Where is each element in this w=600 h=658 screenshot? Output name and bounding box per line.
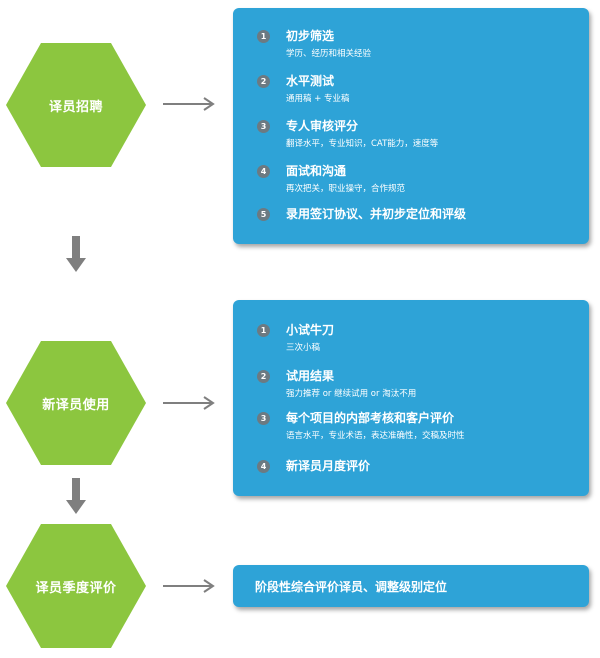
step-title: 新译员月度评价: [286, 459, 371, 473]
stage-hexagon-new-translator: 新译员使用: [6, 341, 146, 465]
quarterly-review-panel: 阶段性综合评价译员、调整级别定位: [233, 565, 589, 607]
step-item: 1 初步筛选 学历、经历和相关经验: [257, 28, 371, 60]
step-item: 1 小试牛刀 三次小稿: [257, 322, 334, 354]
down-arrow-icon: [66, 236, 86, 272]
hexagon-shape: [6, 43, 146, 167]
step-number-badge: 3: [257, 120, 270, 133]
step-subtitle: 三次小稿: [286, 343, 321, 353]
step-number-badge: 1: [257, 30, 270, 43]
step-number-badge: 1: [257, 324, 270, 337]
stage-hexagon-quarterly-review: 译员季度评价: [6, 524, 146, 648]
step-title: 试用结果: [286, 369, 335, 383]
step-item: 3 专人审核评分 翻译水平，专业知识，CAT能力，速度等: [257, 118, 438, 150]
right-arrow-icon: [163, 396, 215, 410]
stage-label: 译员季度评价: [35, 580, 117, 596]
down-arrow-icon: [66, 478, 86, 514]
step-number-badge: 3: [257, 412, 270, 425]
stage-hexagon-recruitment: 译员招聘: [6, 43, 146, 167]
step-item: 4 面试和沟通 再次把关，职业操守，合作规范: [257, 163, 405, 195]
stage-label: 译员招聘: [48, 99, 103, 115]
step-title: 每个项目的内部考核和客户评价: [286, 411, 455, 425]
step-item: 2 试用结果 强力推荐 or 继续试用 or 淘汰不用: [257, 368, 416, 400]
right-arrow-icon: [163, 579, 215, 593]
hexagon-shape: [6, 341, 146, 465]
step-item: 4 新译员月度评价: [257, 458, 370, 474]
step-item: 3 每个项目的内部考核和客户评价 语言水平，专业术语，表达准确性，交稿及时性: [257, 410, 465, 442]
step-subtitle: 翻译水平，专业知识，CAT能力，速度等: [286, 139, 439, 149]
new-translator-steps-panel: 1 小试牛刀 三次小稿 2 试用结果 强力推荐 or 继续试用 or 淘汰不用 …: [233, 300, 589, 496]
step-number-badge: 4: [257, 460, 270, 473]
step-item: 5 录用签订协议、并初步定位和评级: [257, 206, 466, 222]
step-number-badge: 5: [257, 208, 270, 221]
step-item: 2 水平测试 通用稿 + 专业稿: [257, 73, 350, 105]
step-subtitle: 学历、经历和相关经验: [286, 49, 372, 59]
step-number-badge: 2: [257, 75, 270, 88]
step-title: 录用签订协议、并初步定位和评级: [286, 207, 467, 221]
step-title: 面试和沟通: [286, 164, 347, 178]
hexagon-shape: [6, 524, 146, 648]
step-subtitle: 语言水平，专业术语，表达准确性，交稿及时性: [286, 431, 465, 441]
step-subtitle: 再次把关，职业操守，合作规范: [286, 184, 406, 194]
right-arrow-icon: [163, 97, 215, 111]
panel-text: 阶段性综合评价译员、调整级别定位: [255, 579, 448, 594]
step-title: 专人审核评分: [286, 119, 359, 133]
stage-label: 新译员使用: [42, 397, 110, 413]
recruitment-steps-panel: 1 初步筛选 学历、经历和相关经验 2 水平测试 通用稿 + 专业稿 3 专人审…: [233, 8, 589, 244]
step-subtitle: 通用稿 + 专业稿: [286, 94, 350, 104]
step-title: 初步筛选: [286, 29, 335, 43]
step-title: 水平测试: [286, 74, 335, 88]
step-number-badge: 2: [257, 370, 270, 383]
step-number-badge: 4: [257, 165, 270, 178]
step-title: 小试牛刀: [286, 323, 335, 337]
step-subtitle: 强力推荐 or 继续试用 or 淘汰不用: [286, 389, 417, 399]
